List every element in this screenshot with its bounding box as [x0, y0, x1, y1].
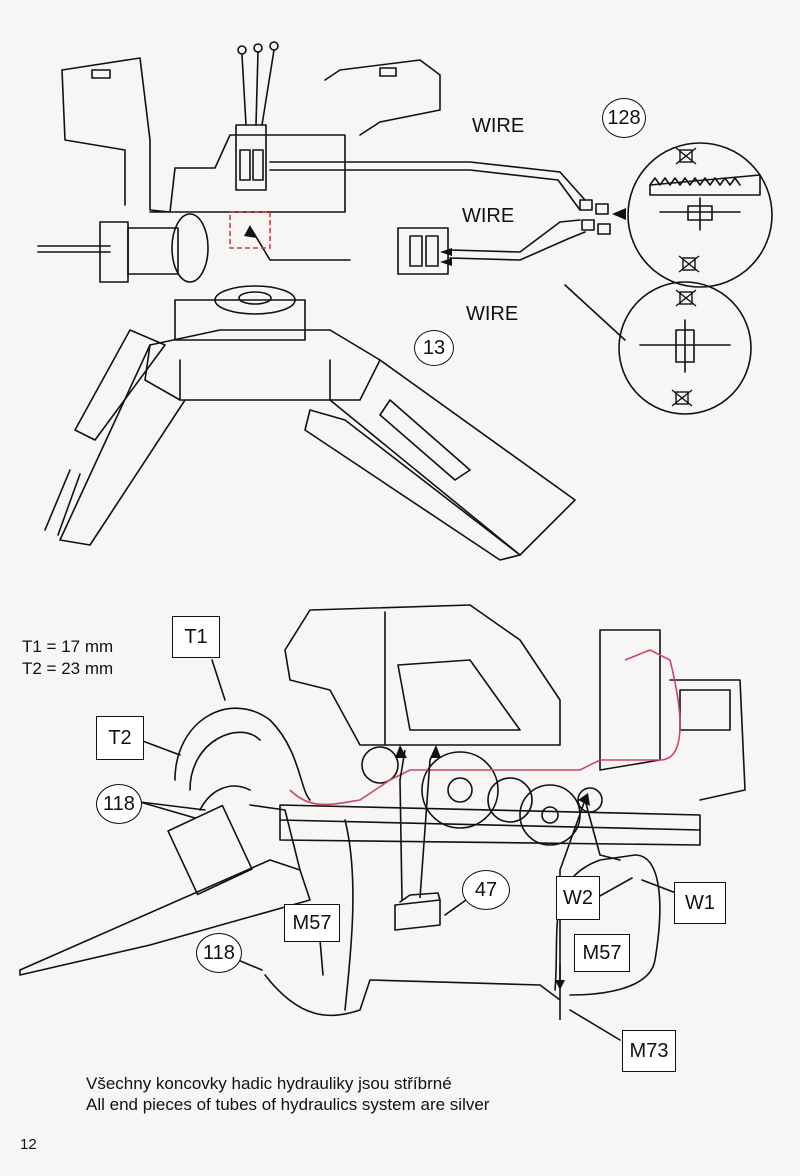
w2-callout: W2 — [556, 876, 600, 920]
wire-tube-2 — [449, 219, 581, 253]
wire-label-1: WIRE — [472, 115, 525, 137]
w1-callout: W1 — [674, 882, 726, 924]
detail-circle-lower — [618, 281, 752, 415]
note-czech: Všechny koncovky hadic hydrauliky jsou s… — [86, 1074, 452, 1093]
part-47-callout: 47 — [462, 870, 510, 910]
left-stabilizer-leg — [59, 344, 186, 546]
detail-circle-upper — [627, 142, 773, 288]
part-118-callout-lower: 118 — [196, 933, 242, 973]
cab-shape — [284, 604, 561, 746]
length-t1: T1 = 17 mm — [22, 637, 114, 656]
left-seat-shape — [61, 57, 346, 213]
part-128-callout: 128 — [602, 98, 646, 138]
t2-callout: T2 — [96, 716, 144, 760]
tube-t1 — [174, 707, 311, 801]
valve-block — [235, 124, 267, 191]
hexagonal-base — [144, 329, 381, 401]
wire-label-2: WIRE — [462, 205, 515, 227]
length-t2: T2 = 23 mm — [22, 659, 114, 678]
m57-callout-right: M57 — [574, 934, 630, 972]
m73-callout: M73 — [622, 1030, 676, 1072]
wire-tube-1 — [269, 161, 586, 201]
page-number: 12 — [20, 1136, 37, 1153]
right-cover-shape — [324, 59, 441, 136]
top-assembly-diagram — [37, 41, 773, 561]
t1-callout: T1 — [172, 616, 220, 658]
m57-callout-left: M57 — [284, 904, 340, 942]
wire-label-3: WIRE — [466, 303, 519, 325]
frame-beam — [279, 804, 701, 846]
tube-t2 — [189, 731, 261, 791]
highlight-box — [229, 211, 271, 249]
note-english: All end pieces of tubes of hydraulics sy… — [86, 1095, 490, 1114]
right-stabilizer-leg — [329, 359, 576, 556]
part-13-callout: 13 — [414, 330, 454, 366]
left-boom — [19, 859, 311, 976]
part-118-callout-upper: 118 — [96, 784, 142, 824]
hydraulic-line — [289, 649, 681, 806]
